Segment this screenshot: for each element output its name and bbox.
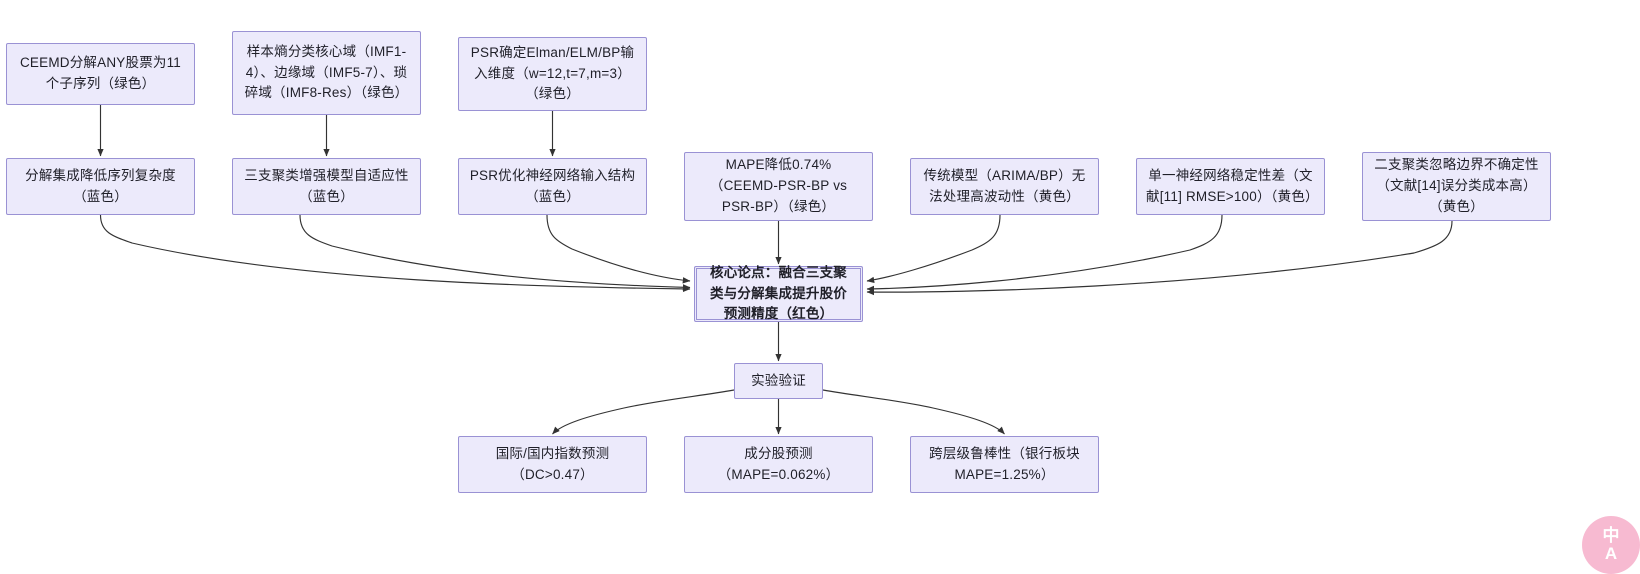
watermark-line2: A (1604, 544, 1618, 563)
node-sample-entropy[interactable]: 样本熵分类核心域（IMF1-4）、边缘域（IMF5-7）、琐碎域（IMF8-Re… (232, 31, 421, 115)
edge-decomp-to-core (99, 214, 691, 293)
node-psr-dim-label: PSR确定Elman/ELM/BP输入维度（w=12,t=7,m=3）（绿色） (470, 44, 635, 102)
node-psr-structure[interactable]: PSR优化神经网络输入结构（蓝色） (458, 158, 647, 215)
node-traditional-model[interactable]: 传统模型（ARIMA/BP）无法处理高波动性（黄色） (910, 158, 1099, 215)
edge-threeway-to-core (299, 214, 691, 291)
watermark-text: 中 A (1603, 527, 1620, 563)
edge-singlenn-to-core (866, 214, 1223, 293)
node-single-nn[interactable]: 单一神经网络稳定性差（文献[11] RMSE>100）（黄色） (1136, 158, 1325, 215)
node-ceemd-label: CEEMD分解ANY股票为11个子序列（绿色） (19, 55, 182, 91)
node-sample-entropy-label: 样本熵分类核心域（IMF1-4）、边缘域（IMF5-7）、琐碎域（IMF8-Re… (244, 43, 409, 101)
node-two-way-cluster[interactable]: 二支聚类忽略边界不确定性（文献[14]误分类成本高）（黄色） (1362, 152, 1551, 221)
node-three-way-adapt[interactable]: 三支聚类增强模型自适应性（蓝色） (232, 158, 421, 215)
edge-psrstruct-to-core (546, 214, 691, 284)
node-component-stock[interactable]: 成分股预测（MAPE=0.062%） (684, 436, 873, 493)
node-decomp-complexity[interactable]: 分解集成降低序列复杂度（蓝色） (6, 158, 195, 215)
node-two-way-cluster-label: 二支聚类忽略边界不确定性（文献[14]误分类成本高）（黄色） (1374, 157, 1539, 214)
node-mape-drop[interactable]: MAPE降低0.74%（CEEMD-PSR-BP vs PSR-BP）（绿色） (684, 152, 873, 221)
node-ceemd[interactable]: CEEMD分解ANY股票为11个子序列（绿色） (6, 43, 195, 105)
node-traditional-model-label: 传统模型（ARIMA/BP）无法处理高波动性（黄色） (923, 167, 1086, 204)
node-experiment[interactable]: 实验验证 (734, 363, 823, 399)
node-cross-layer[interactable]: 跨层级鲁棒性（银行板块MAPE=1.25%） (910, 436, 1099, 493)
node-decomp-complexity-label: 分解集成降低序列复杂度（蓝色） (25, 167, 176, 204)
node-psr-dim[interactable]: PSR确定Elman/ELM/BP输入维度（w=12,t=7,m=3）（绿色） (458, 37, 647, 111)
node-cross-layer-label: 跨层级鲁棒性（银行板块MAPE=1.25%） (929, 445, 1080, 482)
node-core-thesis[interactable]: 核心论点：融合三支聚类与分解集成提升股价预测精度（红色） (694, 265, 863, 322)
node-three-way-adapt-label: 三支聚类增强模型自适应性（蓝色） (244, 167, 409, 204)
node-core-thesis-label: 核心论点：融合三支聚类与分解集成提升股价预测精度（红色） (710, 264, 847, 322)
edge-experiment-to-crosslayer (822, 389, 1005, 435)
node-component-stock-label: 成分股预测（MAPE=0.062%） (717, 445, 840, 482)
watermark-line1: 中 (1602, 526, 1620, 546)
node-single-nn-label: 单一神经网络稳定性差（文献[11] RMSE>100）（黄色） (1146, 167, 1319, 204)
node-psr-structure-label: PSR优化神经网络输入结构（蓝色） (469, 167, 636, 204)
node-index-forecast-label: 国际/国内指数预测（DC>0.47） (495, 445, 610, 482)
edge-traditional-to-core (866, 214, 1001, 284)
node-index-forecast[interactable]: 国际/国内指数预测（DC>0.47） (458, 436, 647, 493)
edge-twoway-to-core (866, 220, 1453, 296)
edge-experiment-to-index (552, 389, 735, 435)
watermark-badge: 中 A (1582, 516, 1640, 574)
node-mape-drop-label: MAPE降低0.74%（CEEMD-PSR-BP vs PSR-BP）（绿色） (709, 157, 848, 214)
node-experiment-label: 实验验证 (751, 372, 806, 388)
